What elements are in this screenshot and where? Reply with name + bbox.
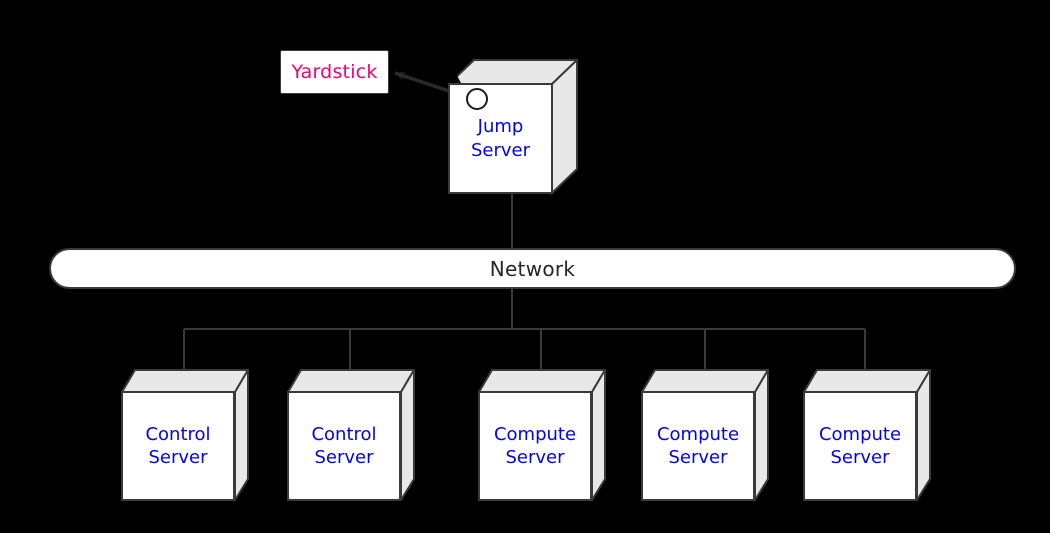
compute-server-1-front-face: Compute Server xyxy=(478,391,592,501)
compute-server-3-side-face xyxy=(916,366,931,505)
control-server-1-label: Control Server xyxy=(145,423,211,468)
control-server-2-node[interactable]: Control Server xyxy=(286,366,416,504)
control-server-2-side-face xyxy=(400,366,415,505)
compute-server-1-node[interactable]: Compute Server xyxy=(477,366,607,504)
yardstick-label[interactable]: Yardstick xyxy=(280,50,389,94)
jump-server-label: Jump Server xyxy=(470,116,531,161)
control-server-2-label: Control Server xyxy=(311,423,377,468)
compute-server-3-label: Compute Server xyxy=(818,423,902,468)
control-server-1-front-face: Control Server xyxy=(121,391,235,501)
control-server-1-node[interactable]: Control Server xyxy=(120,366,250,504)
compute-server-3-node[interactable]: Compute Server xyxy=(802,366,932,504)
compute-server-3-front-face: Compute Server xyxy=(803,391,917,501)
jump-server-node[interactable]: Jump Server xyxy=(448,57,578,196)
compute-server-2-node[interactable]: Compute Server xyxy=(640,366,770,504)
jump-server-side-face xyxy=(551,57,578,196)
compute-server-2-label: Compute Server xyxy=(656,423,740,468)
network-bar[interactable]: Network xyxy=(49,248,1016,289)
control-server-2-front-face: Control Server xyxy=(287,391,401,501)
compute-server-2-front-face: Compute Server xyxy=(641,391,755,501)
network-label: Network xyxy=(489,256,576,281)
compute-server-1-label: Compute Server xyxy=(493,423,577,468)
yardstick-label-text: Yardstick xyxy=(291,60,378,83)
control-server-1-side-face xyxy=(234,366,249,505)
compute-server-2-side-face xyxy=(754,366,769,505)
jump-server-front-face: Jump Server xyxy=(448,83,553,194)
jump-server-port-icon xyxy=(466,88,488,110)
compute-server-1-side-face xyxy=(591,366,606,505)
